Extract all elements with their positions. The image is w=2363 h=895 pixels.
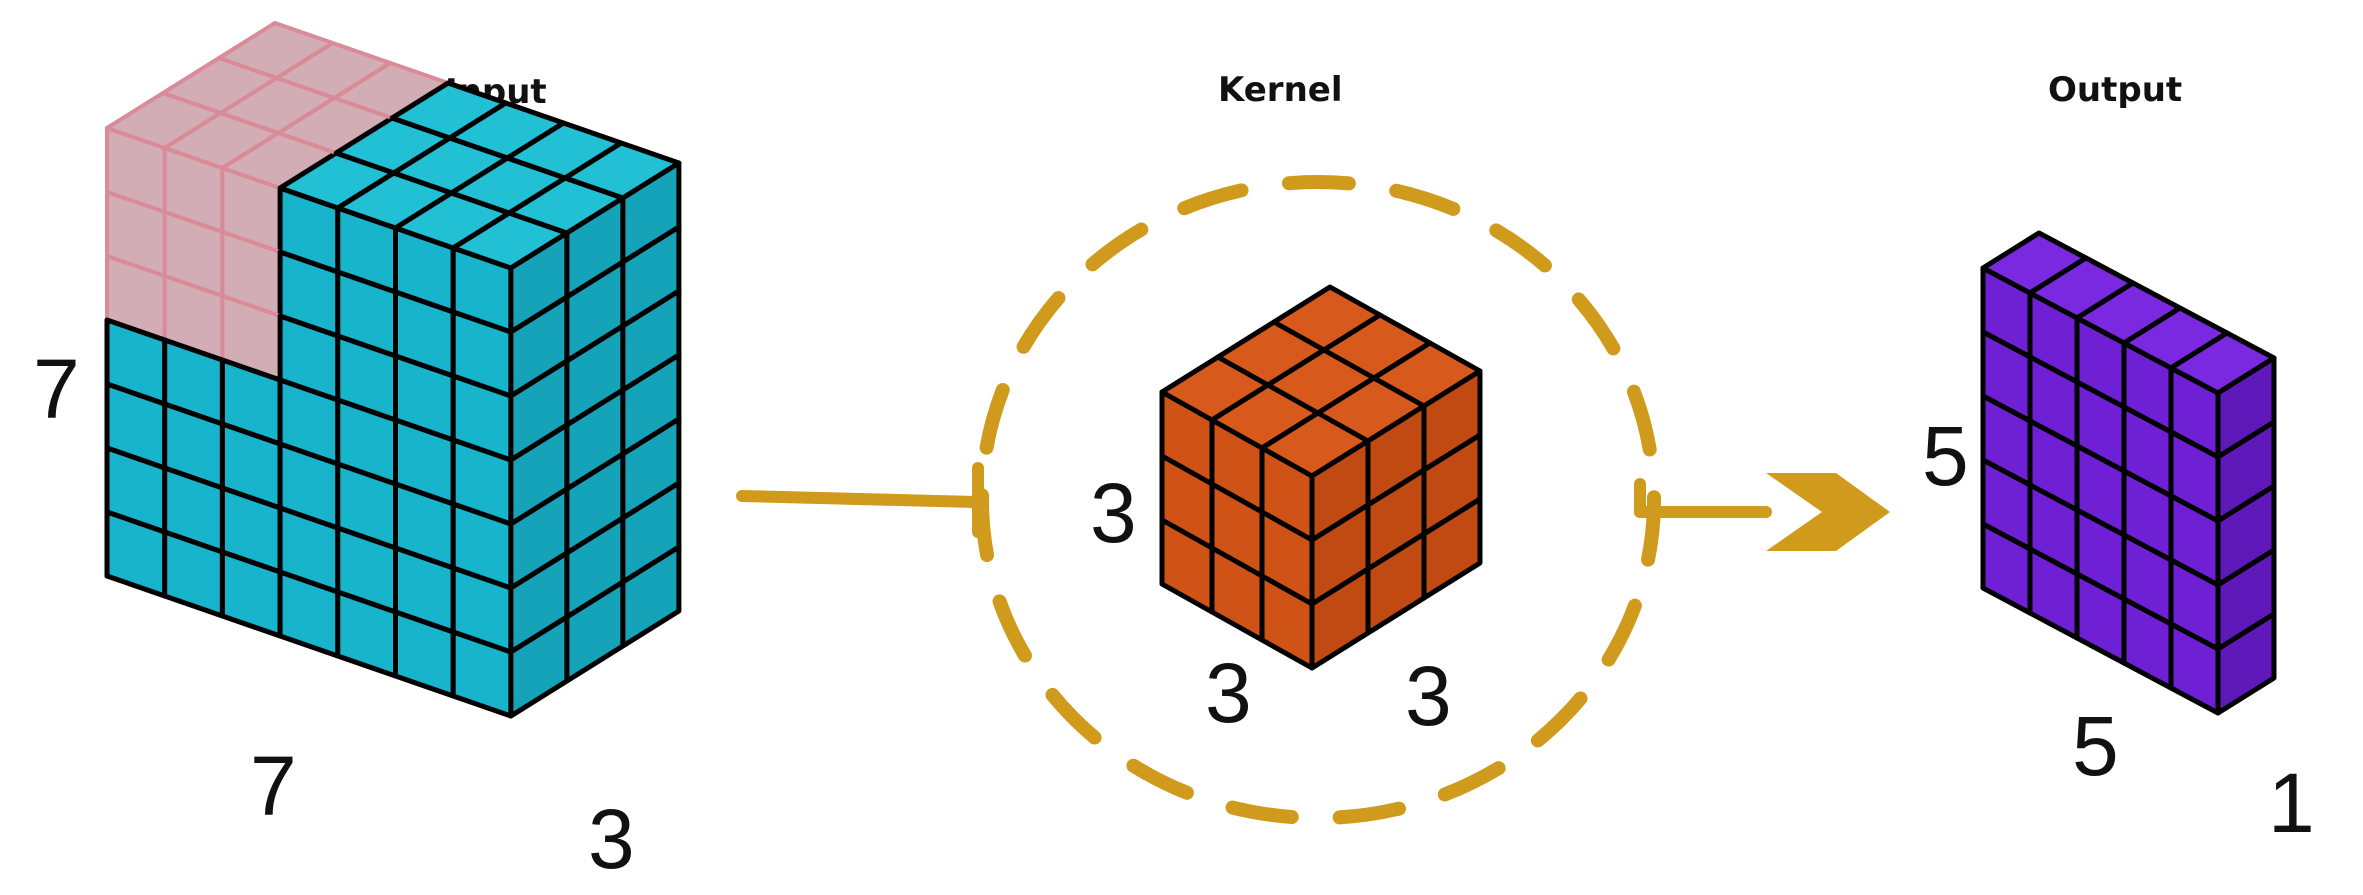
input-height-label: 7	[33, 342, 80, 436]
connector-arrow-icon	[1766, 473, 1890, 551]
output-tensor-block	[1980, 230, 2277, 716]
kernel-width-label: 3	[1205, 646, 1252, 740]
convolution-operator	[736, 175, 1890, 825]
output-height-label: 5	[1922, 409, 1969, 503]
kernel-tensor-block	[1159, 284, 1483, 671]
kernel-dashed-circle	[975, 175, 1661, 825]
input-width-label: 7	[250, 739, 297, 833]
output-width-label: 5	[2072, 699, 2119, 793]
input-side-cell	[620, 544, 682, 649]
kernel-side-cell	[1421, 496, 1483, 601]
input-tensor-block	[104, 21, 682, 719]
output-depth-label: 1	[2268, 756, 2315, 850]
connector-line-left	[736, 490, 981, 508]
kernel-depth-label: 3	[1405, 649, 1452, 743]
kernel-height-label: 3	[1090, 466, 1137, 560]
input-depth-label: 3	[588, 792, 635, 886]
output-title: Output	[2048, 70, 2182, 110]
kernel-title: Kernel	[1218, 70, 1343, 110]
output-side-cell	[2215, 611, 2277, 716]
